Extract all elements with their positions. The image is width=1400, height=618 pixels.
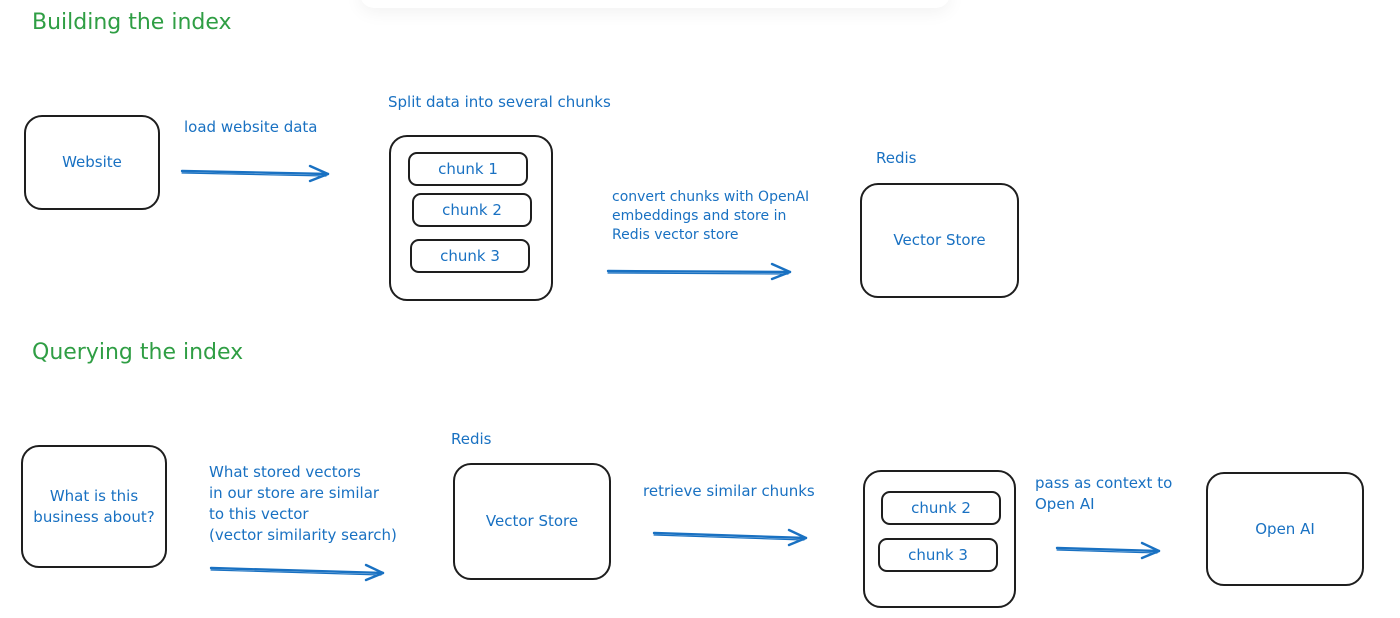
load-data-arrow — [180, 164, 330, 183]
convert-store-arrow — [606, 262, 792, 281]
vector-search-arrow — [209, 563, 385, 582]
chunk-label: chunk 2 — [911, 499, 971, 517]
split-data-label: Split data into several chunks — [388, 93, 611, 111]
retrieve-chunks-label: retrieve similar chunks — [643, 482, 815, 500]
website-box[interactable]: Website — [24, 115, 160, 210]
website-box-label: Website — [62, 153, 122, 171]
retrieve-arrow — [652, 528, 808, 547]
question-box[interactable]: What is this business about? — [21, 445, 167, 568]
chunk-label: chunk 3 — [908, 546, 968, 564]
building-index-heading: Building the index — [32, 10, 232, 35]
redis-caption: Redis — [876, 149, 917, 167]
vector-search-label: What stored vectors in our store are sim… — [209, 463, 397, 544]
chunk-label: chunk 1 — [438, 160, 498, 178]
retrieved-chunks-container[interactable]: chunk 2 chunk 3 — [863, 470, 1016, 608]
chunk-item[interactable]: chunk 2 — [412, 193, 532, 227]
convert-chunks-label: convert chunks with OpenAI embeddings an… — [612, 189, 810, 243]
pass-context-label: pass as context to Open AI — [1035, 474, 1173, 513]
chunk-item[interactable]: chunk 1 — [408, 152, 528, 186]
redis-caption: Redis — [451, 430, 492, 448]
vector-store-box[interactable]: Vector Store — [453, 463, 611, 580]
openai-box-label: Open AI — [1255, 519, 1315, 538]
openai-box[interactable]: Open AI — [1206, 472, 1364, 586]
querying-index-heading: Querying the index — [32, 340, 244, 365]
vector-store-label: Vector Store — [893, 231, 986, 249]
vector-store-box[interactable]: Vector Store — [860, 183, 1019, 298]
vector-store-label: Vector Store — [485, 512, 579, 530]
chunks-container[interactable]: chunk 1 chunk 2 chunk 3 — [389, 135, 553, 301]
chunk-item[interactable]: chunk 3 — [878, 538, 998, 572]
load-website-data-label: load website data — [184, 118, 318, 136]
canvas-top-shadow — [360, 0, 950, 8]
chunk-label: chunk 2 — [442, 201, 502, 219]
chunk-item[interactable]: chunk 3 — [410, 239, 530, 273]
pass-context-arrow — [1055, 541, 1161, 560]
chunk-item[interactable]: chunk 2 — [881, 491, 1001, 525]
question-box-label: What is this business about? — [33, 486, 155, 526]
chunk-label: chunk 3 — [440, 247, 500, 265]
